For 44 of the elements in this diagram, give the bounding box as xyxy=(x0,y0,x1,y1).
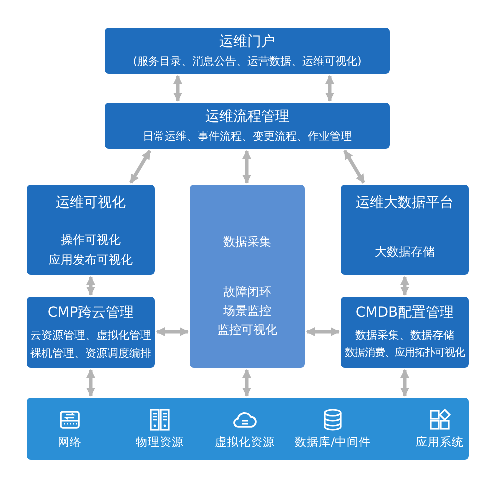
box-title: CMP跨云管理 xyxy=(46,305,136,322)
double-arrow xyxy=(306,327,340,337)
box-text: 数据消费、应用拓扑可视化 xyxy=(344,347,466,360)
process-box xyxy=(105,103,390,149)
resource-band xyxy=(27,398,469,460)
process-box xyxy=(341,185,469,275)
resource-label: 物理资源 xyxy=(135,436,185,450)
box-text: 监控可视化 xyxy=(216,323,278,338)
box-text: 故障闭环 xyxy=(222,285,272,300)
resource-label: 虚拟化资源 xyxy=(214,436,276,450)
box-text: 数据采集、数据存储 xyxy=(354,329,456,342)
process-box xyxy=(27,297,155,368)
double-arrow xyxy=(344,150,366,184)
resource-label: 应用系统 xyxy=(415,436,465,450)
double-arrow xyxy=(242,369,252,397)
box-text: 场景监控 xyxy=(222,304,272,318)
double-arrow xyxy=(242,150,252,184)
box-title: CMDB配置管理 xyxy=(354,305,456,322)
process-box xyxy=(341,297,469,368)
resource-label: 网络 xyxy=(57,436,83,450)
box-text: 裸机管理、资源调度编排 xyxy=(30,347,152,360)
process-box xyxy=(27,185,155,275)
double-arrow xyxy=(130,150,152,184)
resource-label: 数据库/中间件 xyxy=(294,436,372,450)
box-text: (服务目录、消息公告、运营数据、运维可视化) xyxy=(132,55,363,68)
double-arrow xyxy=(156,327,189,337)
box-text: 数据采集 xyxy=(222,235,272,250)
box-text: 日常运维、事件流程、变更流程、作业管理 xyxy=(142,130,353,144)
box-title: 运维门户 xyxy=(218,34,276,51)
box-text: 大数据存储 xyxy=(374,245,436,260)
box-title: 运维流程管理 xyxy=(204,109,290,126)
double-arrow xyxy=(86,276,96,296)
double-arrow xyxy=(400,369,410,397)
portal-box xyxy=(105,28,390,74)
box-text: 云资源管理、虚拟化管理 xyxy=(30,329,152,342)
box-text: 应用发布可视化 xyxy=(48,253,134,268)
box-title: 运维大数据平台 xyxy=(355,195,455,212)
double-arrow xyxy=(173,75,183,102)
box-title: 运维可视化 xyxy=(55,195,127,212)
box-text: 操作可视化 xyxy=(60,233,122,248)
process-box xyxy=(190,185,305,368)
double-arrow xyxy=(86,369,96,397)
double-arrow xyxy=(325,75,335,102)
double-arrow xyxy=(400,276,410,296)
